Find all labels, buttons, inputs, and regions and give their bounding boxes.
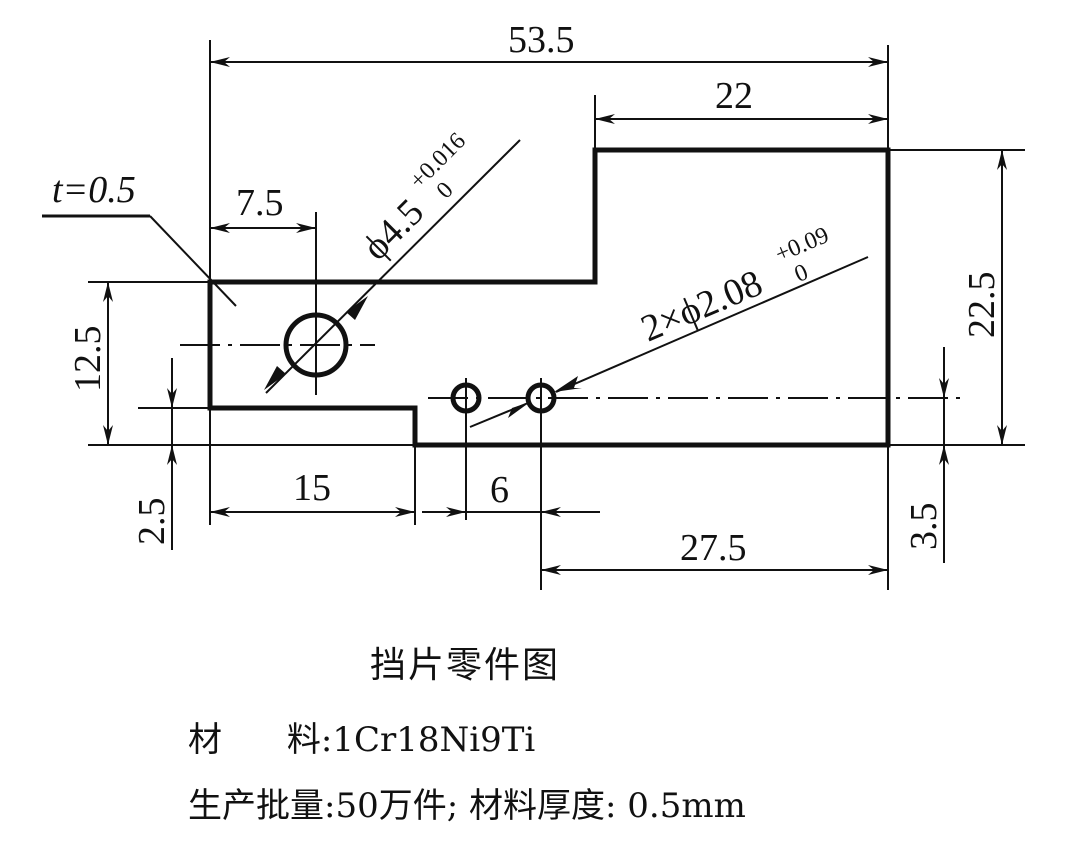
material-label: 材 料	[188, 720, 321, 760]
dim-hole-pitch-label: 6	[490, 469, 509, 511]
dim-overall-height-label: 22.5	[961, 272, 1003, 339]
dim-overall-width: 53.5	[210, 19, 888, 67]
dim-top-step: 22	[595, 75, 888, 124]
part-outline	[207, 147, 891, 448]
material-sep: :	[320, 720, 333, 760]
big-hole	[180, 212, 375, 395]
dim-big-hole-offset-label: 7.5	[236, 182, 284, 224]
thickness-leader: t=0.5	[42, 169, 237, 307]
dim-small-hole-height: 3.5	[903, 347, 949, 563]
drawing-title: 挡片零件图	[370, 645, 561, 686]
part-drawing: 53.5 22 7.5 t=0.5 ϕ4.5 +0.016 0 2×ϕ2.08	[42, 19, 1025, 590]
big-hole-tol-lower: 0	[432, 177, 459, 204]
batch-sep: :	[324, 786, 336, 826]
dim-tab-offset-label: 2.5	[131, 498, 173, 546]
batch-label: 生产批量	[188, 786, 324, 826]
material-spec: 材 料:1Cr18Ni9Ti	[188, 712, 535, 761]
small-hole-tol-lower: 0	[791, 259, 812, 288]
extension-lines	[88, 40, 1025, 590]
dim-left-tab-width-label: 15	[293, 467, 331, 509]
thickness-spec-label: 材料厚度	[469, 786, 606, 826]
dim-hole-to-right: 27.5	[541, 527, 888, 575]
batch-semicolon: ;	[446, 786, 459, 826]
batch-value: 50万件	[335, 786, 447, 826]
dim-overall-height: 22.5	[961, 150, 1007, 445]
dim-left-height-label: 12.5	[67, 326, 109, 393]
dim-big-hole-offset: 7.5	[210, 182, 316, 233]
dim-small-hole-height-label: 3.5	[903, 503, 945, 551]
dim-left-height: 12.5	[67, 282, 113, 445]
small-hole-diameter: 2×ϕ2.08	[635, 262, 768, 350]
dim-tab-offset: 2.5	[131, 358, 177, 550]
small-holes	[428, 378, 965, 590]
thickness-label: t=0.5	[52, 169, 136, 211]
dim-left-tab-width: 15	[210, 467, 415, 517]
big-hole-leader: ϕ4.5 +0.016 0	[264, 128, 521, 394]
big-hole-diameter: ϕ4.5	[355, 191, 432, 268]
thickness-sep: :	[605, 786, 617, 826]
dim-top-step-label: 22	[715, 75, 753, 117]
batch-thickness-spec: 生产批量:50万件; 材料厚度: 0.5mm	[188, 778, 746, 827]
dim-hole-to-right-label: 27.5	[680, 527, 747, 569]
material-value: 1Cr18Ni9Ti	[332, 720, 536, 760]
dim-overall-width-label: 53.5	[508, 19, 575, 61]
thickness-spec-value: 0.5mm	[627, 786, 746, 826]
dim-hole-pitch: 6	[422, 469, 600, 517]
